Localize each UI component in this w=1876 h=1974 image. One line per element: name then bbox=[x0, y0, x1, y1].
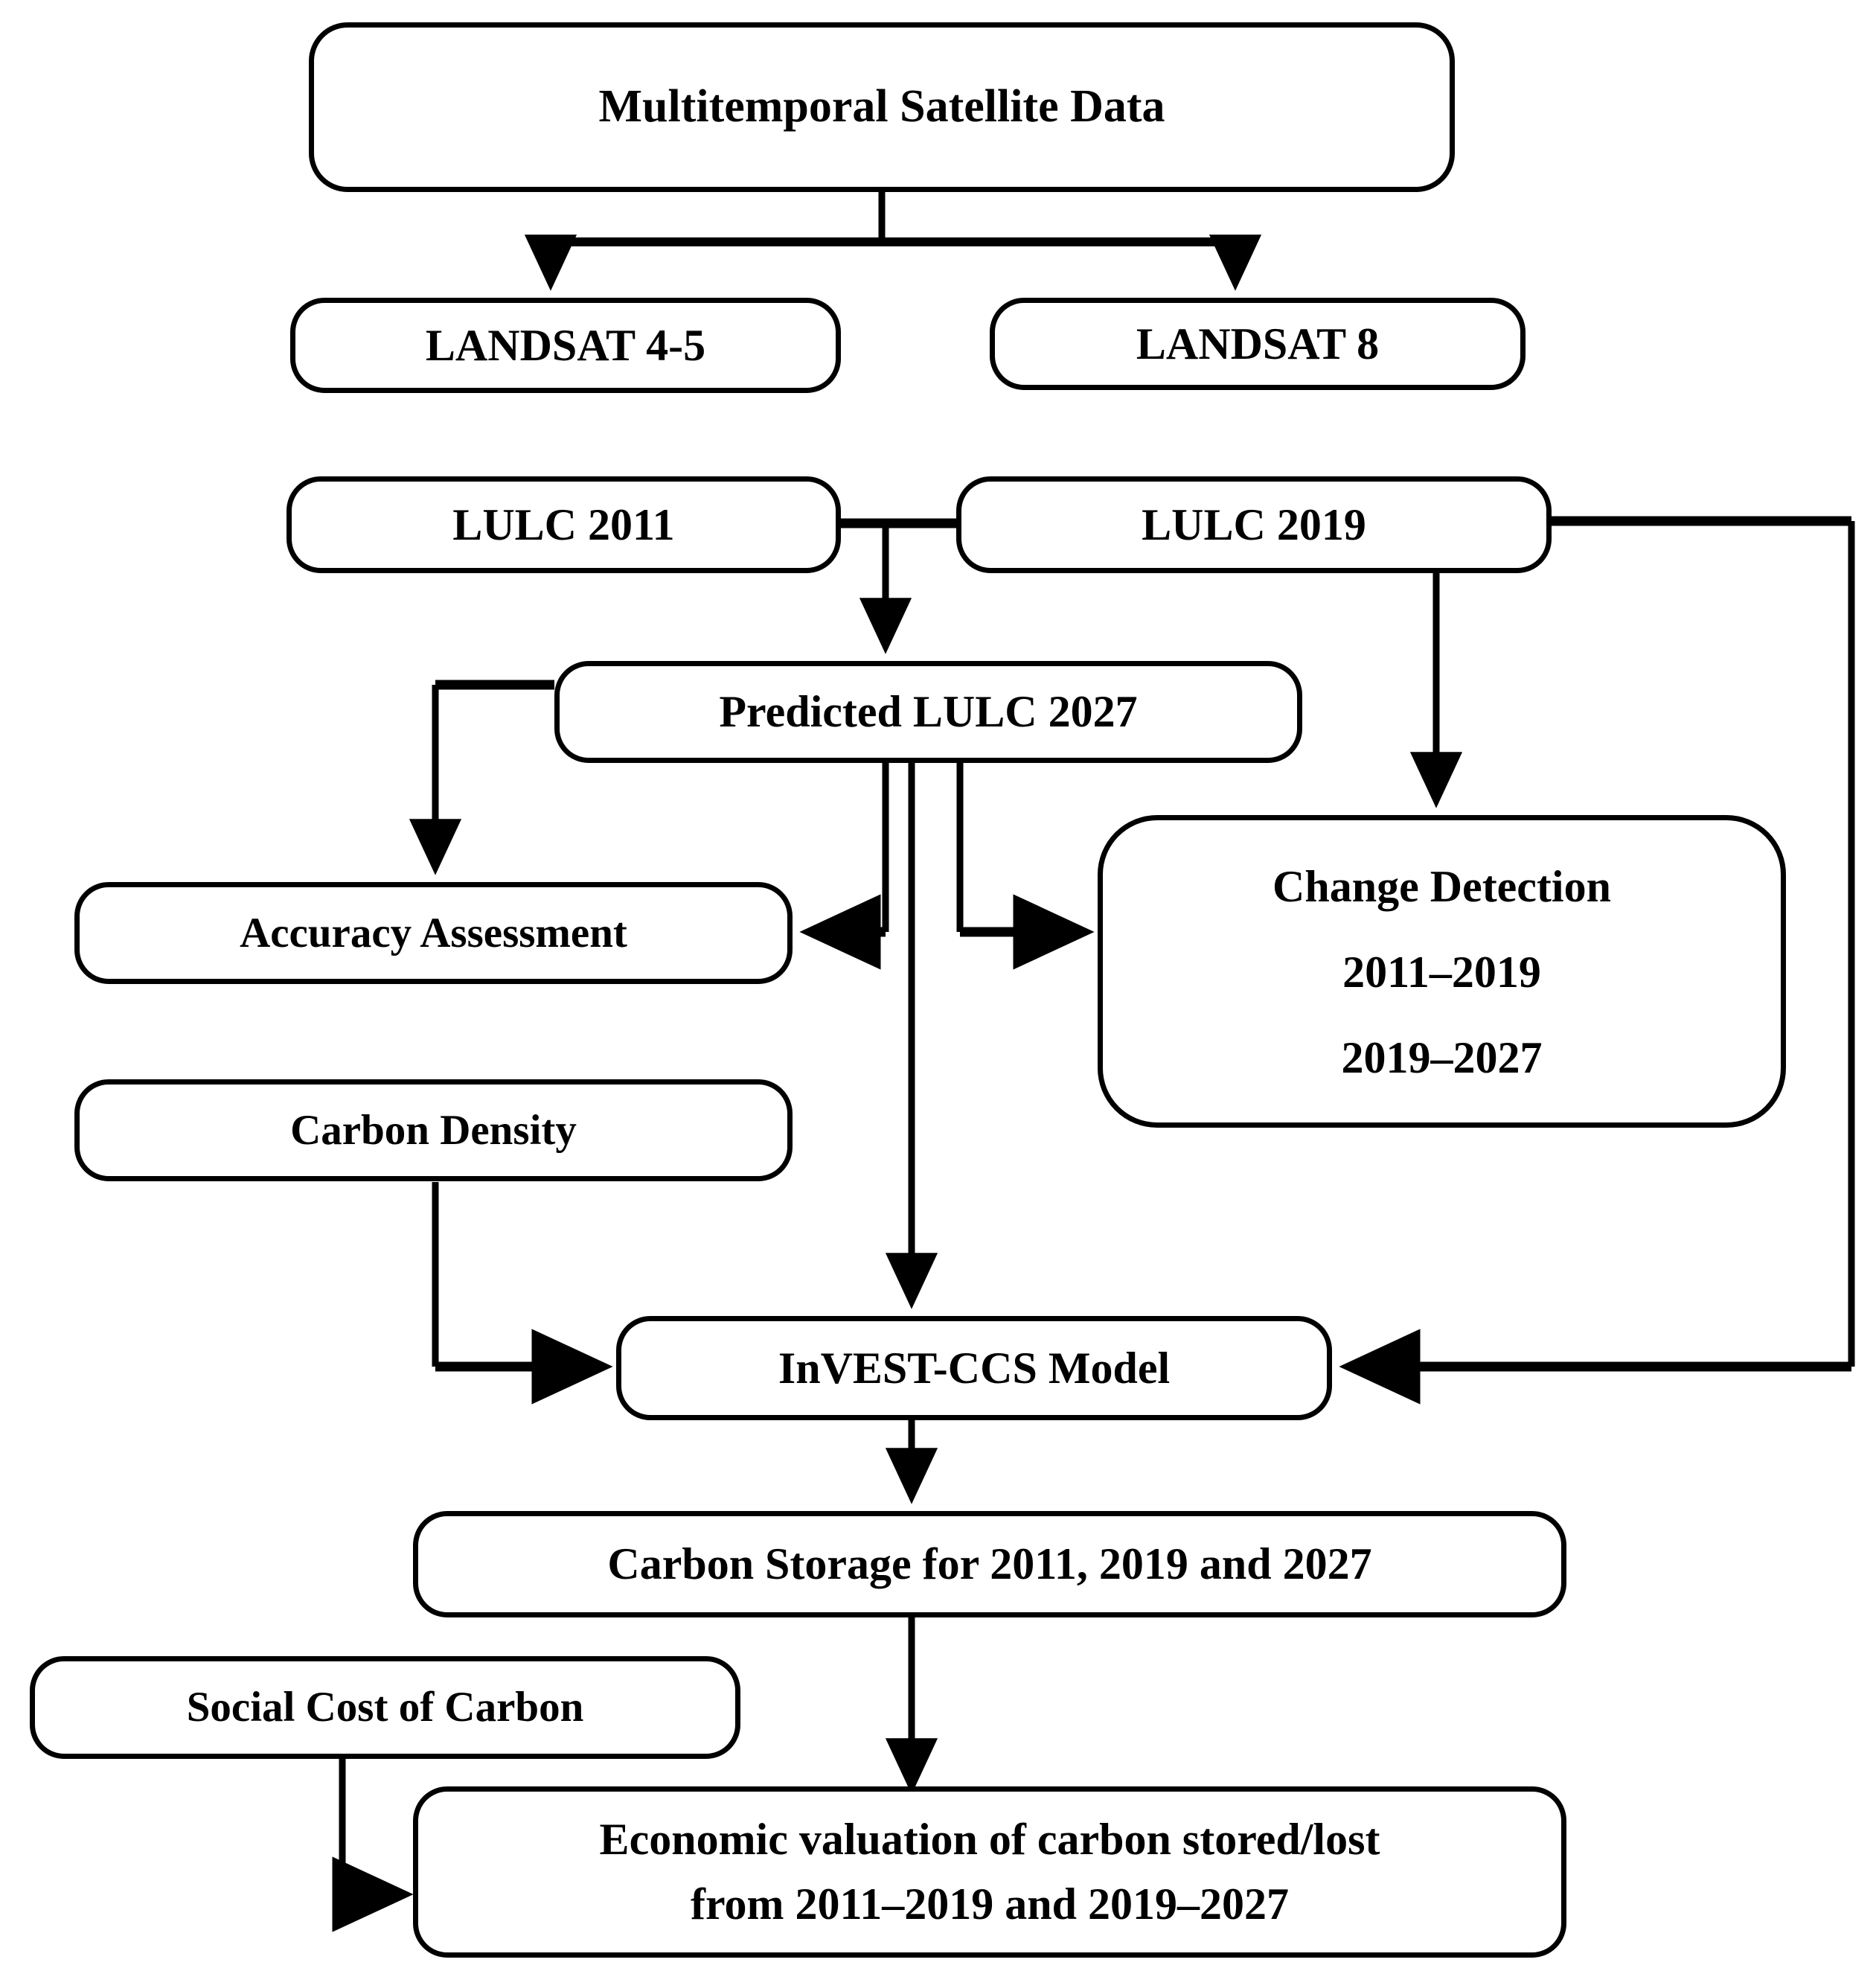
node-label: Carbon Storage for 2011, 2019 and 2027 bbox=[607, 1539, 1372, 1588]
node-label: InVEST-CCS Model bbox=[778, 1343, 1171, 1393]
node-label-line-2: from 2011–2019 and 2019–2027 bbox=[691, 1879, 1289, 1929]
node-label: LULC 2011 bbox=[452, 499, 675, 549]
node-label: Multitemporal Satellite Data bbox=[598, 81, 1165, 132]
node-label-title: Change Detection bbox=[1272, 862, 1611, 911]
node-label: Predicted LULC 2027 bbox=[719, 687, 1138, 736]
node-label: Carbon Density bbox=[290, 1106, 577, 1154]
node-change-detection[interactable]: Change Detection 2011–2019 2019–2027 bbox=[1098, 815, 1786, 1128]
node-economic-valuation[interactable]: Economic valuation of carbon stored/lost… bbox=[413, 1786, 1566, 1958]
node-landsat-8[interactable]: LANDSAT 8 bbox=[990, 298, 1526, 390]
node-predicted-lulc-2027[interactable]: Predicted LULC 2027 bbox=[554, 661, 1302, 763]
node-label: Accuracy Assessment bbox=[240, 909, 627, 956]
node-invest-ccs-model[interactable]: InVEST-CCS Model bbox=[616, 1316, 1332, 1420]
node-lulc-2011[interactable]: LULC 2011 bbox=[286, 476, 841, 573]
node-label: LANDSAT 8 bbox=[1136, 319, 1380, 368]
node-label: LULC 2019 bbox=[1142, 499, 1366, 549]
node-social-cost-of-carbon[interactable]: Social Cost of Carbon bbox=[30, 1656, 740, 1759]
node-label-period-1: 2011–2019 bbox=[1342, 948, 1541, 997]
node-label-line-1: Economic valuation of carbon stored/lost bbox=[599, 1815, 1380, 1864]
node-label-period-2: 2019–2027 bbox=[1341, 1033, 1543, 1082]
node-label: LANDSAT 4-5 bbox=[425, 320, 706, 370]
node-landsat-4-5[interactable]: LANDSAT 4-5 bbox=[290, 298, 841, 393]
node-label: Social Cost of Carbon bbox=[186, 1684, 584, 1731]
node-carbon-storage[interactable]: Carbon Storage for 2011, 2019 and 2027 bbox=[413, 1511, 1566, 1617]
node-carbon-density[interactable]: Carbon Density bbox=[74, 1079, 793, 1181]
node-lulc-2019[interactable]: LULC 2019 bbox=[956, 476, 1552, 573]
node-multitemporal-satellite-data[interactable]: Multitemporal Satellite Data bbox=[309, 22, 1455, 192]
node-accuracy-assessment[interactable]: Accuracy Assessment bbox=[74, 882, 793, 984]
